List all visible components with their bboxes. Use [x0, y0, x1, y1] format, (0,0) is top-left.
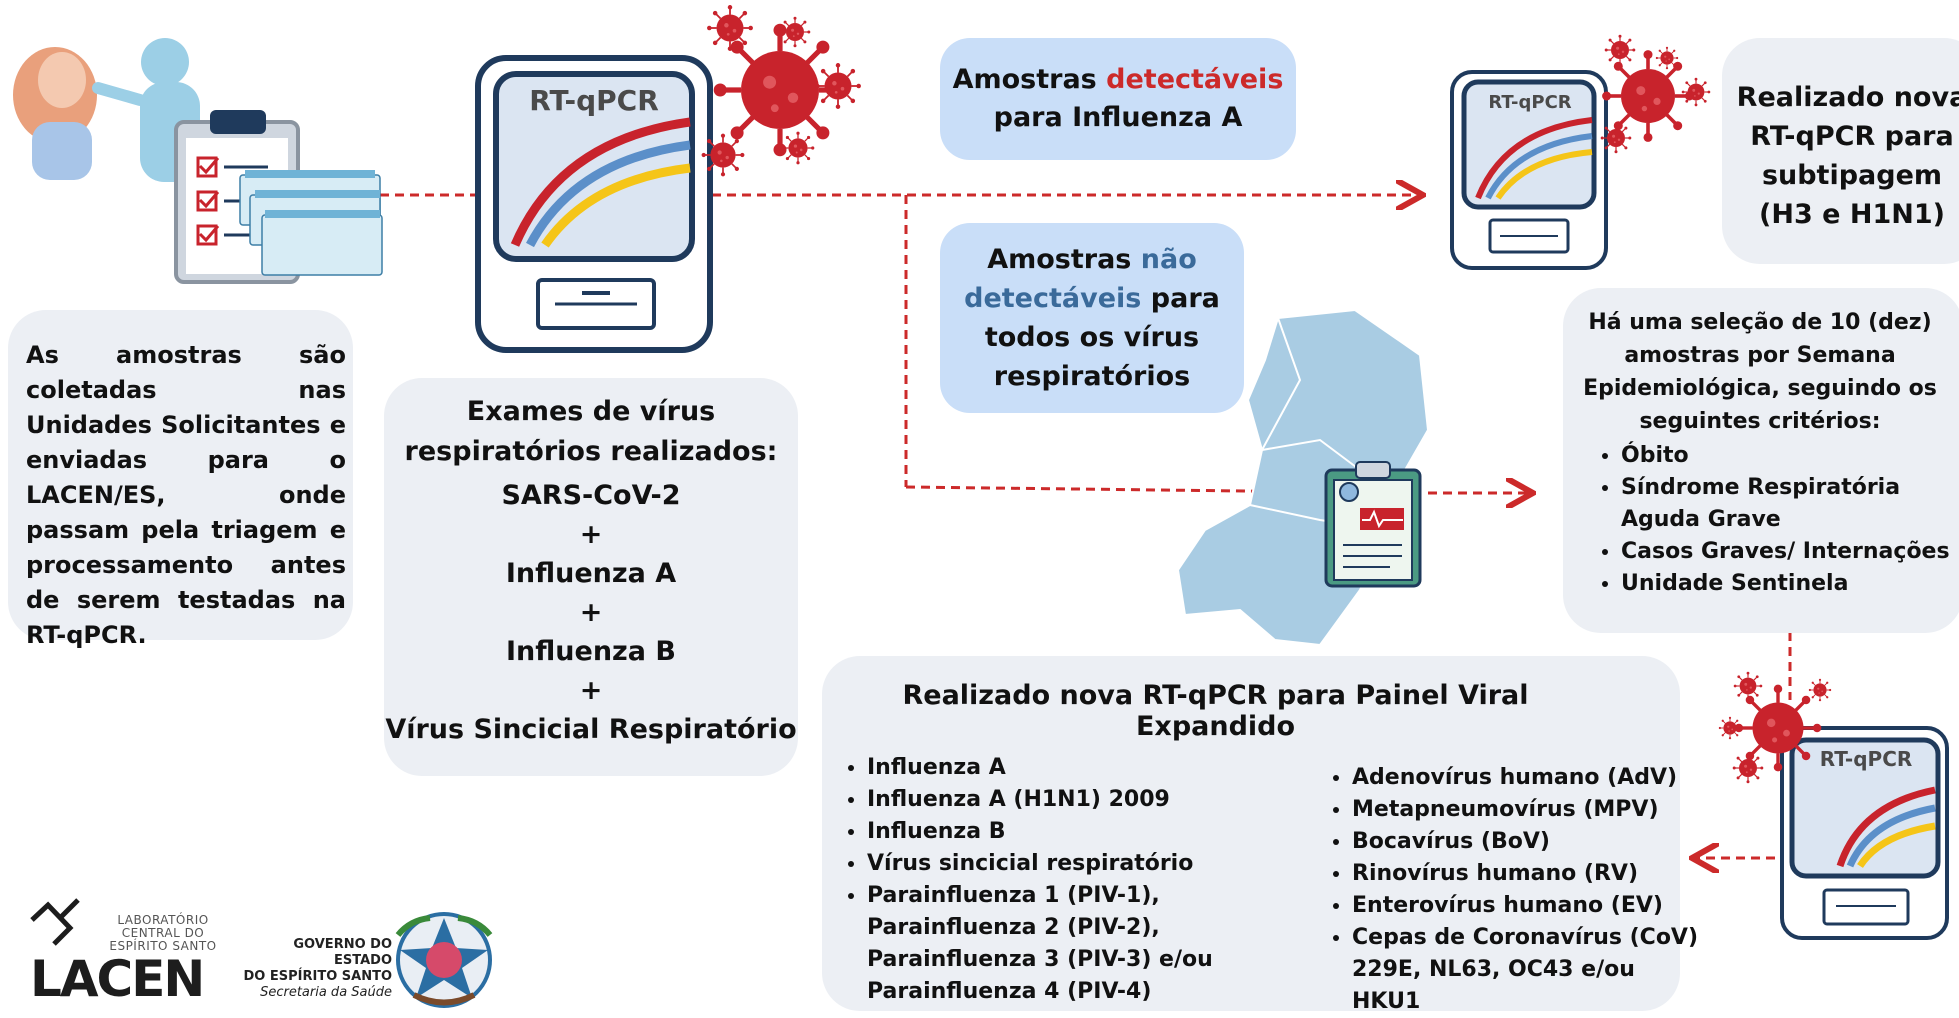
exam-item: Influenza B: [506, 636, 676, 667]
intro-text: As amostras são coletadas nas Unidades S…: [26, 341, 346, 649]
panel-right-list: Adenovírus humano (AdV) Metapneumovírus …: [1327, 762, 1702, 1018]
subtype-line3: subtipagem: [1761, 160, 1943, 191]
detectable-line1: Amostras detectáveis: [940, 61, 1296, 99]
rt-qpcr-machine-main: [475, 55, 713, 353]
selection-title: Há uma seleção de 10 (dez) amostras por …: [1583, 310, 1937, 434]
panel-left-list: Influenza A Influenza A (H1N1) 2009 Infl…: [842, 752, 1327, 1008]
not-detectable-box: Amostras não detectáveis para todos os v…: [940, 223, 1244, 413]
not-detectable-line1: Amostras não: [940, 240, 1244, 279]
panel-item: Metapneumovírus (MPV): [1352, 794, 1702, 826]
gov-line3: Secretaria da Saúde: [260, 985, 392, 1000]
subtype-line2: RT-qPCR para: [1750, 121, 1954, 152]
not-detectable-highlight-1: não: [1140, 244, 1197, 275]
expanded-panel-box: Realizado nova RT-qPCR para Painel Viral…: [822, 656, 1698, 1014]
detectable-box: Amostras detectáveis para Influenza A: [940, 38, 1296, 160]
es-coat-of-arms-icon: [395, 912, 493, 1008]
panel-item: Influenza A: [867, 752, 1327, 784]
exam-item: Influenza A: [505, 558, 677, 589]
not-detectable-prefix: Amostras: [987, 244, 1141, 275]
subtype-line4: (H3 e H1N1): [1759, 199, 1945, 230]
lacen-logo: LACEN: [30, 950, 205, 1008]
not-detectable-highlight-2: detectáveis: [964, 283, 1142, 314]
criteria-item: Casos Graves/ Internações: [1621, 536, 1959, 568]
machine-label-panel: RT-qPCR: [1820, 747, 1913, 771]
machine-label-subtyping: RT-qPCR: [1488, 92, 1571, 113]
subtyping-box: Realizado nova RT-qPCR para subtipagem (…: [1722, 38, 1959, 264]
panel-item: Adenovírus humano (AdV): [1352, 762, 1702, 794]
panel-item: Cepas de Coronavírus (CoV) 229E, NL63, O…: [1352, 922, 1702, 1018]
report-clipboard-illustration: [1324, 461, 1422, 588]
intro-box: As amostras são coletadas nas Unidades S…: [8, 310, 353, 649]
detectable-prefix: Amostras: [952, 64, 1107, 95]
criteria-item: Unidade Sentinela: [1621, 568, 1959, 600]
detectable-highlight: detectáveis: [1106, 64, 1284, 95]
exams-title-line2: respiratórios realizados:: [404, 436, 778, 467]
rt-qpcr-machine-subtyping: [1450, 70, 1608, 270]
criteria-item: Óbito: [1621, 440, 1959, 472]
exam-item: Vírus Sincicial Respiratório: [385, 714, 797, 745]
lacen-logo-subtitle: LABORATÓRIO CENTRAL DO ESPÍRITO SANTO: [109, 913, 217, 953]
detectable-line2: para Influenza A: [993, 102, 1243, 133]
selection-criteria-box: Há uma seleção de 10 (dez) amostras por …: [1563, 288, 1959, 633]
subtype-line1: Realizado nova: [1736, 82, 1959, 113]
lacen-flask-icon: [30, 898, 80, 946]
not-detectable-line4: respiratórios: [993, 361, 1191, 392]
gov-line1: GOVERNO DO ESTADO: [293, 937, 392, 968]
machine-label-main: RT-qPCR: [529, 84, 659, 117]
government-logo-text: GOVERNO DO ESTADO DO ESPÍRITO SANTO Secr…: [232, 937, 393, 1001]
panel-item: Enterovírus humano (EV): [1352, 890, 1702, 922]
panel-item: Influenza B: [867, 816, 1327, 848]
panel-item: Influenza A (H1N1) 2009: [867, 784, 1327, 816]
not-detectable-line2: detectáveis para: [940, 279, 1244, 318]
exams-box: Exames de vírus respiratórios realizados…: [384, 378, 798, 776]
not-detectable-line3: todos os vírus: [984, 322, 1200, 353]
panel-item: Bocavírus (BoV): [1352, 826, 1702, 858]
selection-criteria-list: Óbito Síndrome Respiratória Aguda Grave …: [1591, 440, 1959, 600]
panel-item: Vírus sincicial respiratório: [867, 848, 1327, 880]
panel-title: Realizado nova RT-qPCR para Painel Viral…: [902, 680, 1529, 742]
sample-collection-illustration: [13, 38, 200, 182]
not-detectable-suffix: para: [1141, 283, 1220, 314]
exam-plus: +: [579, 519, 603, 550]
criteria-item: Síndrome Respiratória Aguda Grave: [1621, 472, 1959, 536]
gov-line2: DO ESPÍRITO SANTO: [243, 969, 393, 984]
panel-item: Parainfluenza 1 (PIV-1), Parainfluenza 2…: [867, 880, 1327, 1008]
exam-item: SARS-CoV-2: [501, 480, 681, 511]
exams-title-line1: Exames de vírus: [466, 396, 716, 427]
panel-item: Rinovírus humano (RV): [1352, 858, 1702, 890]
exams-list: SARS-CoV-2 + Influenza A + Influenza B +…: [384, 476, 798, 749]
exams-title: Exames de vírus respiratórios realizados…: [384, 392, 798, 472]
rt-qpcr-machine-panel: [1780, 726, 1949, 940]
exam-plus: +: [579, 597, 603, 628]
exam-plus: +: [579, 675, 603, 706]
